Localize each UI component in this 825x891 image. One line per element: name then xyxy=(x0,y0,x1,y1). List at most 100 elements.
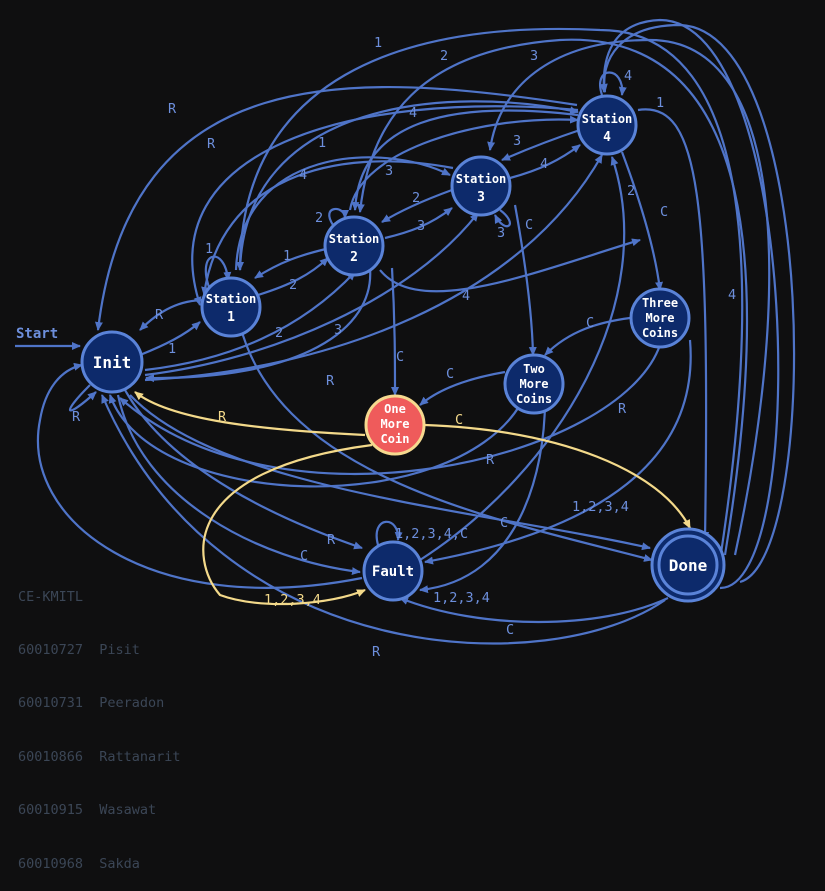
edge-label: C xyxy=(506,622,514,638)
state-one-more-coin[interactable]: One More Coin xyxy=(364,394,426,456)
edge-label: 1 xyxy=(283,248,291,264)
edge-s2-init xyxy=(145,267,372,383)
edge-s3-self xyxy=(494,209,511,228)
state-label: Init xyxy=(93,353,132,372)
edge-three-fault xyxy=(424,339,692,565)
edge-init-s4 xyxy=(144,154,603,382)
edge-label: 1,2,3,4 xyxy=(572,499,629,515)
state-label: 4 xyxy=(603,130,611,145)
state-station-4[interactable]: Station 4 xyxy=(576,94,638,156)
edge-label: 1,2,3,4,C xyxy=(395,526,468,542)
edge-one-done xyxy=(424,423,691,529)
state-fault[interactable]: Fault xyxy=(362,540,424,602)
state-label: Done xyxy=(669,556,708,575)
state-label: More xyxy=(520,377,549,391)
edge-label: 1 xyxy=(656,95,664,111)
state-label: Station xyxy=(329,232,380,246)
state-three-more-coins[interactable]: Three More Coins xyxy=(629,287,691,349)
edge-label: 4 xyxy=(462,288,470,304)
edge-two-init xyxy=(108,394,521,488)
start-label: Start xyxy=(16,326,58,342)
state-label: Two xyxy=(523,362,545,376)
edge-s2-s1 xyxy=(254,246,331,279)
active-transition-edges xyxy=(134,391,691,606)
edge-s3-s1 xyxy=(201,160,454,296)
edge-label: C xyxy=(500,515,508,531)
credits-member: 60010731 Peeradon xyxy=(18,695,165,712)
credits-member: 60010866 Rattanarit xyxy=(18,748,181,765)
edge-three-init xyxy=(119,344,662,476)
edge-label: R xyxy=(155,307,164,323)
edge-s3-s2 xyxy=(381,188,453,223)
state-label: 2 xyxy=(350,250,358,265)
edge-s1-s2 xyxy=(257,257,329,297)
edge-done-s1 xyxy=(236,27,744,561)
state-two-more-coins[interactable]: Two More Coins xyxy=(503,353,565,415)
edge-label: 4 xyxy=(540,156,548,172)
edge-init-fault2 xyxy=(124,389,363,550)
edge-label: R xyxy=(372,644,381,660)
state-done[interactable]: Done xyxy=(650,527,726,603)
edge-label: C xyxy=(446,366,454,382)
state-machine-diagram: R R R R R R R R R 1 1 1 1 1 1 2 2 2 2 2 … xyxy=(15,18,796,660)
edge-label: 1 xyxy=(374,35,382,51)
edge-label: R xyxy=(207,136,216,152)
edge-fault-s4 xyxy=(419,156,626,561)
edge-s4-done xyxy=(637,108,710,541)
edge-label: C xyxy=(660,204,668,220)
edge-fault-init xyxy=(37,362,363,589)
state-label: Three xyxy=(642,296,678,310)
edge-label: 4 xyxy=(409,105,417,121)
edge-init-s2 xyxy=(144,271,356,372)
state-label: 1 xyxy=(227,310,235,325)
credits-org: CE-KMITL xyxy=(18,588,84,605)
edge-label: R xyxy=(72,409,81,425)
state-station-3[interactable]: Station 3 xyxy=(450,155,512,217)
state-label: More xyxy=(646,311,675,325)
transition-edges xyxy=(15,18,796,645)
edge-label: 2 xyxy=(412,190,420,206)
edge-done-s3 xyxy=(487,38,771,556)
edge-done-init xyxy=(100,394,666,645)
state-label: Coin xyxy=(381,432,410,446)
edge-label: 3 xyxy=(530,48,538,64)
state-label: Coins xyxy=(516,392,552,406)
edge-label: 1,2,3,4 xyxy=(264,592,321,608)
edge-s4-three xyxy=(620,151,663,291)
edge-label: 3 xyxy=(385,163,393,179)
edge-label: 4 xyxy=(728,287,736,303)
edge-s2-self xyxy=(328,208,349,226)
edge-label: C xyxy=(455,412,463,428)
edge-label: 1 xyxy=(205,241,213,257)
edge-s3-two xyxy=(513,204,537,356)
edge-label: 2 xyxy=(289,277,297,293)
edge-label: 3 xyxy=(497,225,505,241)
edge-three-two xyxy=(544,316,631,356)
edge-one-fault xyxy=(202,443,373,606)
edge-label: 2 xyxy=(440,48,448,64)
edge-label: 1,2,3,4 xyxy=(433,590,490,606)
edge-label: C xyxy=(396,349,404,365)
edge-two-fault xyxy=(419,399,547,594)
state-station-2[interactable]: Station 2 xyxy=(323,215,385,277)
edge-fault-self xyxy=(375,520,403,546)
edge-label: C xyxy=(586,315,594,331)
edge-init-fault xyxy=(116,394,361,576)
edge-s4-s3 xyxy=(501,128,581,162)
edge-label: R xyxy=(218,409,227,425)
state-label: Station xyxy=(206,292,257,306)
state-station-1[interactable]: Station 1 xyxy=(200,276,262,338)
edge-done-s4 xyxy=(599,23,796,584)
state-init[interactable]: Init xyxy=(80,330,144,394)
edge-done-s4b xyxy=(599,18,780,590)
state-label: 3 xyxy=(477,190,485,205)
edge-label: 2 xyxy=(315,210,323,226)
edge-done-fault xyxy=(399,596,669,624)
edge-label: R xyxy=(618,401,627,417)
edge-label: 2 xyxy=(275,325,283,341)
edge-label: R xyxy=(327,532,336,548)
edge-label: 4 xyxy=(624,68,632,84)
edge-s4-s2 xyxy=(351,109,579,211)
state-label: More xyxy=(381,417,410,431)
edge-init-s1 xyxy=(139,321,201,357)
